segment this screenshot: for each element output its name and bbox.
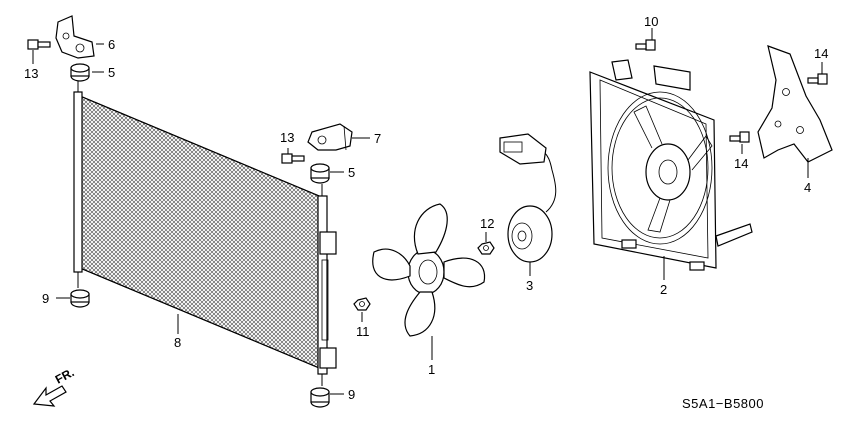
nut-12 — [477, 241, 495, 255]
front-label: FR. — [53, 365, 77, 386]
callout-12: 12 — [480, 216, 494, 231]
callouts: 1 2 3 4 5 5 6 7 8 9 9 10 11 12 13 13 14 … — [24, 14, 828, 402]
callout-9-bottom: 9 — [348, 387, 355, 402]
diagram-code: S5A1−B5800 — [682, 396, 764, 411]
cushion-upper-right — [310, 163, 330, 184]
bracket-upper-right — [307, 123, 353, 151]
bolt-10 — [635, 39, 656, 51]
leader-lines — [32, 28, 823, 395]
callout-3: 3 — [526, 278, 533, 293]
callout-10: 10 — [644, 14, 658, 29]
bolt-upper-left — [27, 39, 51, 50]
callout-9-left: 9 — [42, 291, 49, 306]
callout-5-mid: 5 — [348, 165, 355, 180]
callout-5-upper: 5 — [108, 65, 115, 80]
cushion-upper-left — [70, 63, 90, 82]
callout-13-mid: 13 — [280, 130, 294, 145]
fan — [372, 203, 486, 337]
condenser — [73, 80, 337, 386]
bolt-mid — [281, 153, 305, 164]
callout-14-upper: 14 — [814, 46, 828, 61]
callout-13-upper: 13 — [24, 66, 38, 81]
bracket-upper-left — [55, 15, 95, 59]
fan-motor — [499, 133, 557, 263]
callout-8: 8 — [174, 335, 181, 350]
callout-4: 4 — [804, 180, 811, 195]
front-direction-indicator: FR. — [32, 365, 77, 407]
callout-7: 7 — [374, 131, 381, 146]
callout-14-lower: 14 — [734, 156, 748, 171]
bolt-14-lower — [729, 131, 750, 143]
callout-2: 2 — [660, 282, 667, 297]
callout-1: 1 — [428, 362, 435, 377]
cushion-lower-left — [70, 289, 90, 308]
front-arrow-icon — [32, 385, 67, 407]
callout-6: 6 — [108, 37, 115, 52]
fan-shroud — [589, 59, 753, 271]
callout-11: 11 — [356, 324, 370, 339]
bracket-shroud — [757, 45, 833, 163]
cushion-lower-right — [310, 387, 330, 408]
nut-11 — [353, 297, 371, 311]
bolt-14-upper — [807, 73, 828, 85]
